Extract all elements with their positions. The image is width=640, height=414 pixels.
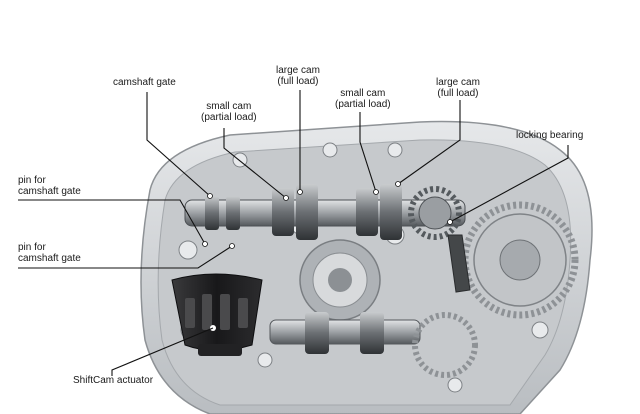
timing-gear	[461, 201, 579, 319]
upper-camshaft	[184, 184, 466, 240]
label-large-cam-2: large cam (full load)	[436, 77, 480, 99]
label-small-cam-2: small cam (partial load)	[335, 88, 391, 110]
leader-lines	[18, 90, 569, 376]
label-pin-1: pin for camshaft gate	[18, 175, 81, 197]
label-locking-bearing: locking bearing	[516, 130, 584, 141]
leader-endpoints	[202, 181, 453, 249]
lower-camshaft	[269, 312, 478, 378]
shiftcam-actuator	[171, 273, 263, 356]
label-large-cam-1: large cam (full load)	[276, 65, 320, 87]
locking-bearing	[447, 234, 471, 293]
label-pin-2: pin for camshaft gate	[18, 242, 81, 264]
label-small-cam-1: small cam (partial load)	[201, 101, 257, 123]
spark-plug-well	[299, 239, 381, 321]
label-camshaft-gate: camshaft gate	[113, 77, 176, 88]
label-shiftcam-actuator: ShiftCam actuator	[73, 375, 154, 386]
